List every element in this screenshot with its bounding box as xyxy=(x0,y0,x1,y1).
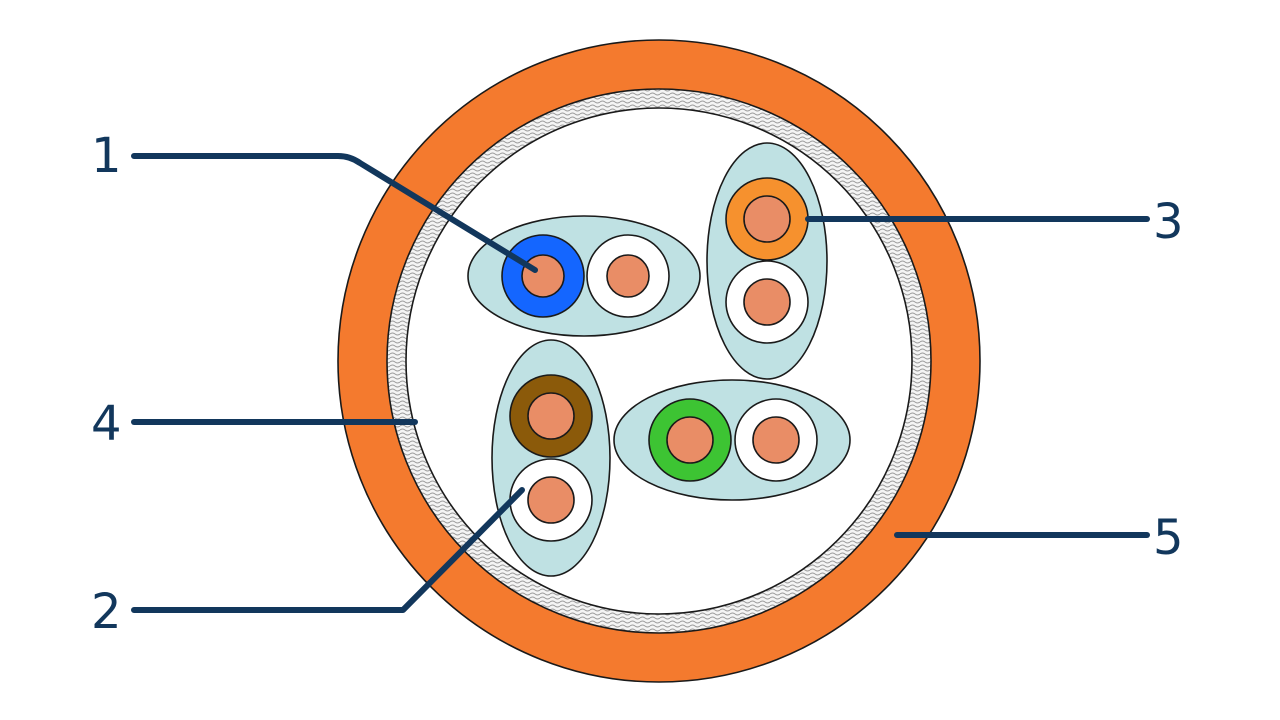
callout-label-3: 3 xyxy=(1153,194,1184,250)
twisted-pair-green xyxy=(613,379,851,501)
copper-conductor xyxy=(752,416,800,464)
twisted-pair-blue xyxy=(467,215,701,337)
callout-label-5: 5 xyxy=(1153,510,1184,566)
callout-labels: 1 2 3 4 5 xyxy=(91,128,1184,640)
callout-label-2: 2 xyxy=(91,584,122,640)
copper-conductor xyxy=(521,254,565,298)
callout-label-4: 4 xyxy=(91,396,122,452)
copper-conductor xyxy=(743,195,791,243)
twisted-pair-brown xyxy=(491,339,611,577)
copper-conductor xyxy=(527,392,575,440)
copper-conductor xyxy=(527,476,575,524)
callout-leaders xyxy=(131,153,1150,613)
callout-label-1: 1 xyxy=(91,128,122,184)
twisted-pair-orange xyxy=(706,142,828,380)
copper-conductor xyxy=(666,416,714,464)
copper-conductor xyxy=(606,254,650,298)
leader-line-2 xyxy=(131,487,525,613)
leader-line-1 xyxy=(131,153,538,273)
copper-conductor xyxy=(743,278,791,326)
cable-core-space xyxy=(405,107,913,615)
